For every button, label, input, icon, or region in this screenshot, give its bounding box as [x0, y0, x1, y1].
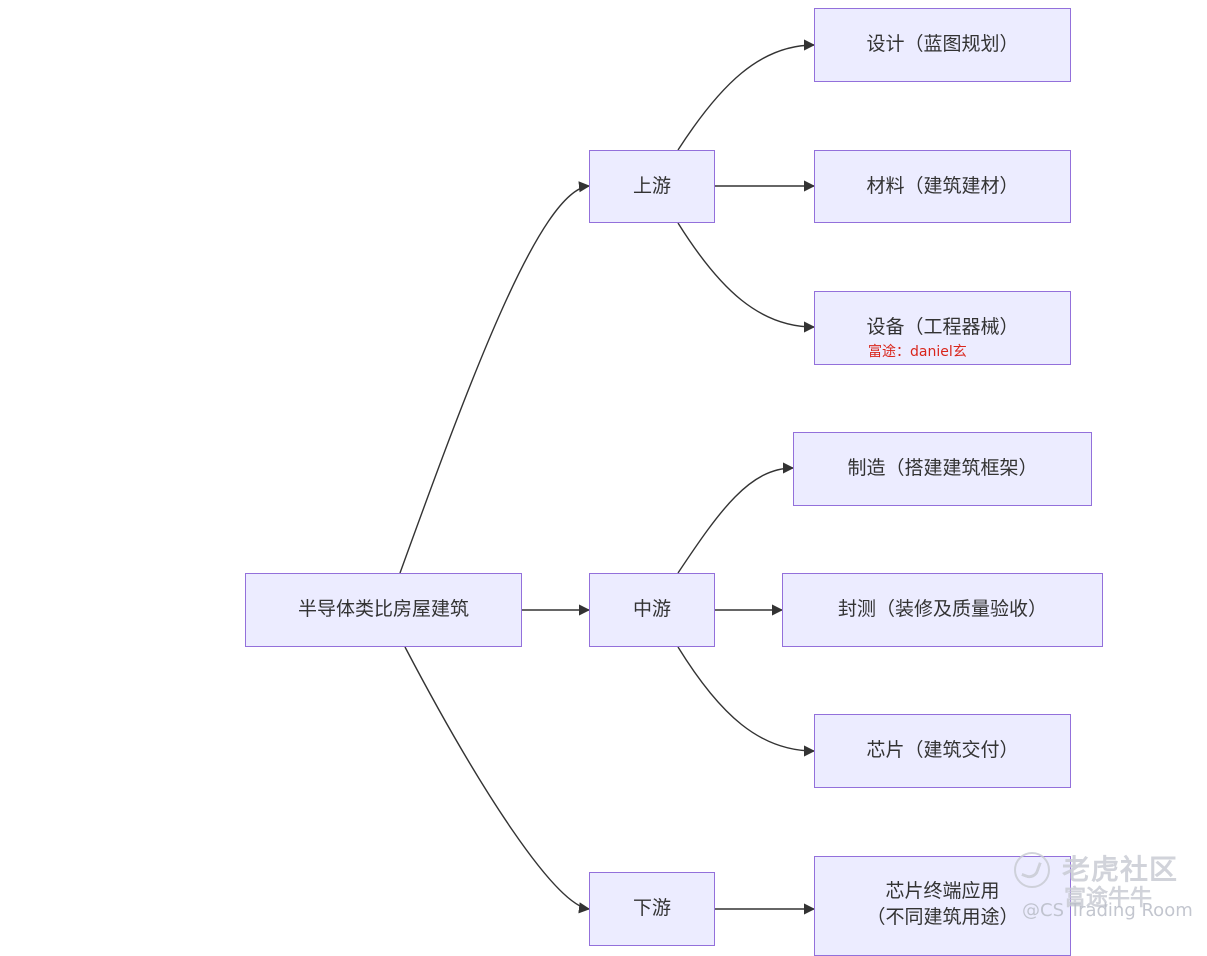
- node-equipment-label: 设备（工程器械）: [866, 316, 1019, 339]
- author-annotation: 富途：daniel玄: [868, 344, 967, 360]
- node-root: 半导体类比房屋建筑: [245, 573, 522, 647]
- node-chip-label: 芯片（建筑交付）: [866, 739, 1019, 762]
- node-midstream: 中游: [589, 573, 715, 647]
- watermark-logo-icon: [1014, 852, 1050, 888]
- edge-midstream-manufacturing: [677, 462, 795, 574]
- node-downstream-label: 下游: [632, 897, 671, 920]
- edge-root-downstream: [404, 646, 591, 914]
- node-equipment: 设备（工程器械）: [814, 291, 1071, 365]
- node-root-label: 半导体类比房屋建筑: [297, 598, 469, 621]
- node-materials-label: 材料（建筑建材）: [866, 174, 1019, 197]
- node-design-label: 设计（蓝图规划）: [866, 33, 1019, 56]
- edge-upstream-design: [677, 39, 816, 151]
- node-manufacturing: 制造（搭建建筑框架）: [793, 432, 1092, 506]
- edge-midstream-chip: [677, 646, 816, 757]
- edge-root-upstream: [399, 181, 591, 574]
- node-chip: 芯片（建筑交付）: [814, 714, 1071, 788]
- node-midstream-label: 中游: [632, 598, 671, 621]
- node-manufacturing-label: 制造（搭建建筑框架）: [847, 457, 1038, 480]
- node-packaging: 封测（装修及质量验收）: [782, 573, 1103, 647]
- node-downstream: 下游: [589, 872, 715, 946]
- node-design: 设计（蓝图规划）: [814, 8, 1071, 82]
- node-upstream: 上游: [589, 150, 715, 223]
- node-terminal-line2: （不同建筑用途）: [866, 905, 1019, 928]
- node-packaging-label: 封测（装修及质量验收）: [837, 598, 1047, 621]
- watermark-brand: 富途牛牛: [1064, 886, 1153, 911]
- node-terminal-line1: 芯片终端应用: [885, 880, 1000, 902]
- node-upstream-label: 上游: [632, 174, 671, 197]
- node-materials: 材料（建筑建材）: [814, 150, 1071, 223]
- watermark-handle: @CS Trading Room: [1022, 900, 1193, 921]
- edge-upstream-equipment: [677, 222, 816, 333]
- watermark-community: 老虎社区: [1062, 853, 1179, 886]
